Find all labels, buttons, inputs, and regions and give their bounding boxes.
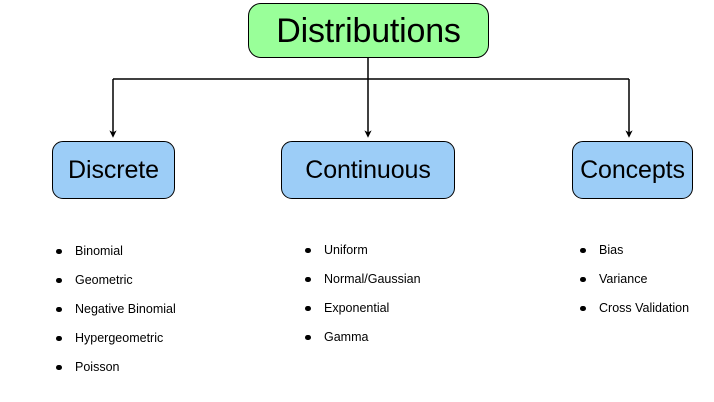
list-item: Uniform [305, 243, 421, 257]
list-item-label: Geometric [75, 273, 133, 287]
bullet-dot-icon [56, 277, 62, 283]
bullet-dot-icon [580, 276, 586, 282]
node-distributions[interactable]: Distributions [248, 3, 489, 58]
list-item-label: Bias [599, 243, 624, 257]
list-item: Binomial [56, 244, 176, 258]
bullet-dot-icon [56, 335, 62, 341]
bullet-dot-icon [305, 305, 311, 311]
list-item: Hypergeometric [56, 331, 176, 345]
bullet-dot-icon [56, 306, 62, 312]
list-item-label: Uniform [324, 243, 368, 257]
bullet-dot-icon [305, 247, 311, 253]
list-item: Gamma [305, 330, 421, 344]
list-item: Variance [580, 272, 689, 286]
bullet-dot-icon [580, 305, 586, 311]
list-item-label: Variance [599, 272, 648, 286]
list-item: Negative Binomial [56, 302, 176, 316]
list-item-label: Hypergeometric [75, 331, 164, 345]
node-discrete-label: Discrete [68, 155, 159, 184]
bullet-dot-icon [305, 276, 311, 282]
bullet-dot-icon [305, 334, 311, 340]
list-item: Bias [580, 243, 689, 257]
list-item-label: Normal/Gaussian [324, 272, 421, 286]
list-item-label: Gamma [324, 330, 369, 344]
node-concepts[interactable]: Concepts [572, 141, 693, 199]
list-item: Exponential [305, 301, 421, 315]
list-item: Geometric [56, 273, 176, 287]
bullet-dot-icon [580, 247, 586, 253]
list-item-label: Negative Binomial [75, 302, 176, 316]
list-item-label: Binomial [75, 244, 123, 258]
node-continuous-label: Continuous [305, 155, 431, 184]
list-item-label: Poisson [75, 360, 120, 374]
node-concepts-label: Concepts [580, 155, 685, 184]
node-continuous[interactable]: Continuous [281, 141, 455, 199]
node-distributions-label: Distributions [276, 11, 461, 50]
bullet-dot-icon [56, 364, 62, 370]
list-item-label: Cross Validation [599, 301, 690, 315]
list-item: Poisson [56, 360, 176, 374]
list-item: Normal/Gaussian [305, 272, 421, 286]
bullet-dot-icon [56, 248, 62, 254]
list-item: Cross Validation [580, 301, 689, 315]
node-discrete[interactable]: Discrete [52, 141, 175, 199]
list-item-label: Exponential [324, 301, 390, 315]
